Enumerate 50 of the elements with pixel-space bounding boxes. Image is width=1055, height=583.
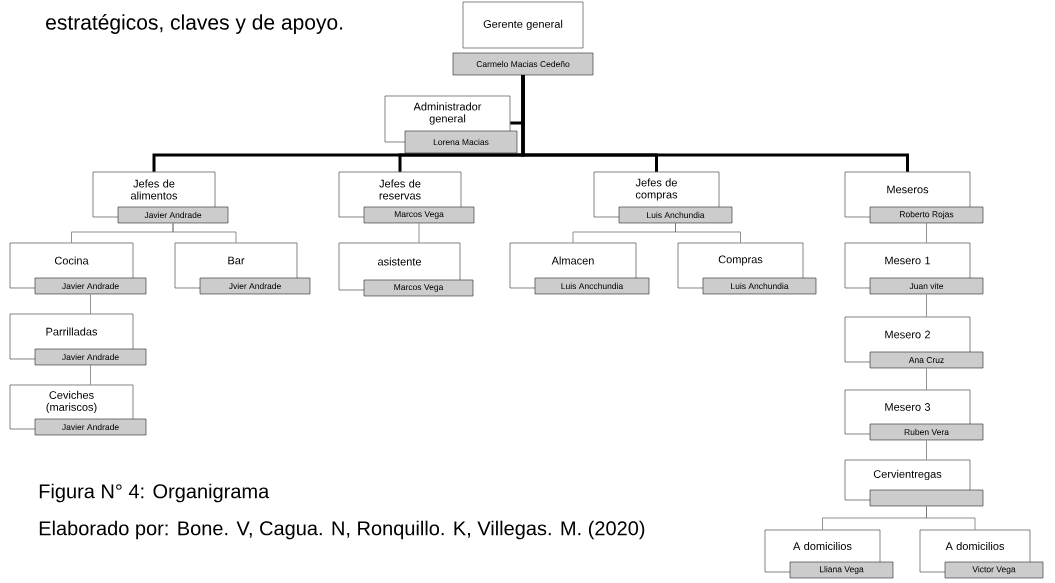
figure-caption: Figura N° 4: Organigrama [39, 483, 270, 503]
position-title: Mesero 1 [885, 256, 931, 265]
position-title: Jefes de compras [635, 178, 678, 201]
connector-line [926, 439, 927, 461]
name-tag: Marcos Vega [363, 279, 474, 297]
name-tag: Ruben Vera [869, 423, 984, 441]
position-title: Cocina [54, 256, 89, 265]
position-title: Administrador general [413, 102, 482, 125]
name-tag: Javier Andrade [34, 418, 147, 436]
position-title: Mesero 3 [885, 403, 931, 411]
name-tag: Victor Vega [944, 561, 1044, 579]
name-tag: Carmelo Macias Cedeño [452, 52, 594, 76]
body-text: estratégicos, claves y de apoyo. [46, 14, 343, 34]
connector-line [675, 222, 741, 244]
position-title: Ceviches (mariscos) [46, 390, 97, 414]
position-title: Mesero 2 [885, 330, 930, 339]
name-tag: Roberto Rojas [869, 206, 984, 224]
position-title: Almacen [551, 256, 594, 265]
connector-line [172, 222, 237, 244]
position-title: A domicilios [945, 541, 1005, 551]
connector-line [90, 293, 91, 315]
name-tag: Javier Andrade [117, 206, 229, 224]
name-tag: Luis Anchundia [618, 206, 733, 224]
position-title: Compras [718, 255, 763, 266]
name-tag: Jvier Andrade [199, 277, 311, 295]
name-tag: Marcos Vega [363, 206, 475, 224]
name-tag: Lorena Macias [404, 130, 518, 154]
name-tag: Javier Andrade [34, 348, 147, 366]
connector-line [926, 222, 927, 244]
position-title: Parrilladas [46, 327, 98, 336]
connector-line [926, 293, 927, 318]
name-tag: Lliana Vega [789, 561, 894, 579]
connector-line [90, 364, 91, 386]
connector-line [418, 222, 420, 244]
name-tag: Ana Cruz [869, 351, 984, 369]
author-credit: Elaborado por: Bone. V, Cagua. N, Ronquillo. K, Villegas. M. (2020) [39, 520, 645, 540]
position-title: Bar [228, 256, 245, 265]
position-title: asistente [377, 257, 422, 266]
name-tag: Luis Anchundia [702, 277, 817, 295]
name-tag: Javier Andrade [34, 277, 147, 295]
name-tag: Juan vite [869, 277, 984, 295]
position-title: Gerente general [483, 19, 563, 31]
name-tag: Luis Ancchundia [534, 277, 650, 295]
position-title: Jefes de alimentos [130, 179, 178, 200]
position-title: A domicilios [793, 541, 852, 551]
position-title: Meseros [887, 185, 929, 194]
position-title: Jefes de reservas [379, 179, 421, 200]
connector-line [926, 505, 976, 531]
connector-line [521, 75, 909, 172]
connector-line [926, 367, 927, 391]
